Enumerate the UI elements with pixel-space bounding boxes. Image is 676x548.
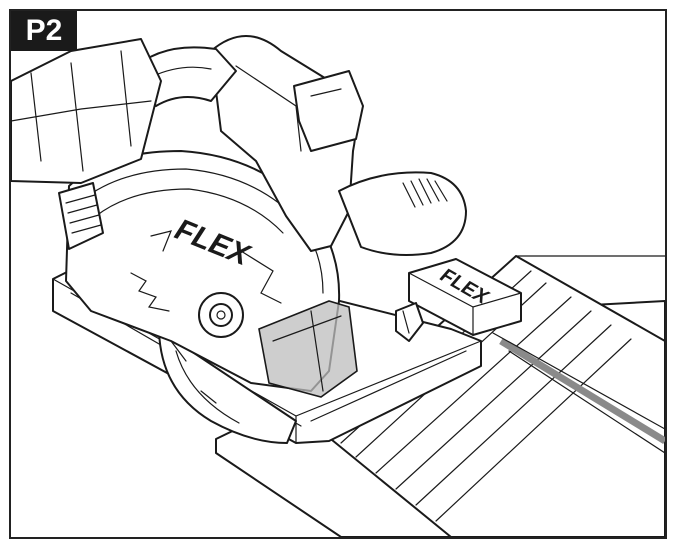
motor-and-handle [210,35,467,256]
transparent-chip-guard [258,300,358,398]
grip-pad [58,182,104,250]
circular-saw-on-guide-rail-illustration: FLEX FLEX [11,35,665,537]
step-badge: P2 [11,11,77,51]
battery-pack [11,38,162,184]
depth-lock-lever [395,302,424,342]
guide-rail [320,255,665,537]
saw-blade [158,330,297,444]
figure-frame: FLEX FLEX [9,9,667,539]
